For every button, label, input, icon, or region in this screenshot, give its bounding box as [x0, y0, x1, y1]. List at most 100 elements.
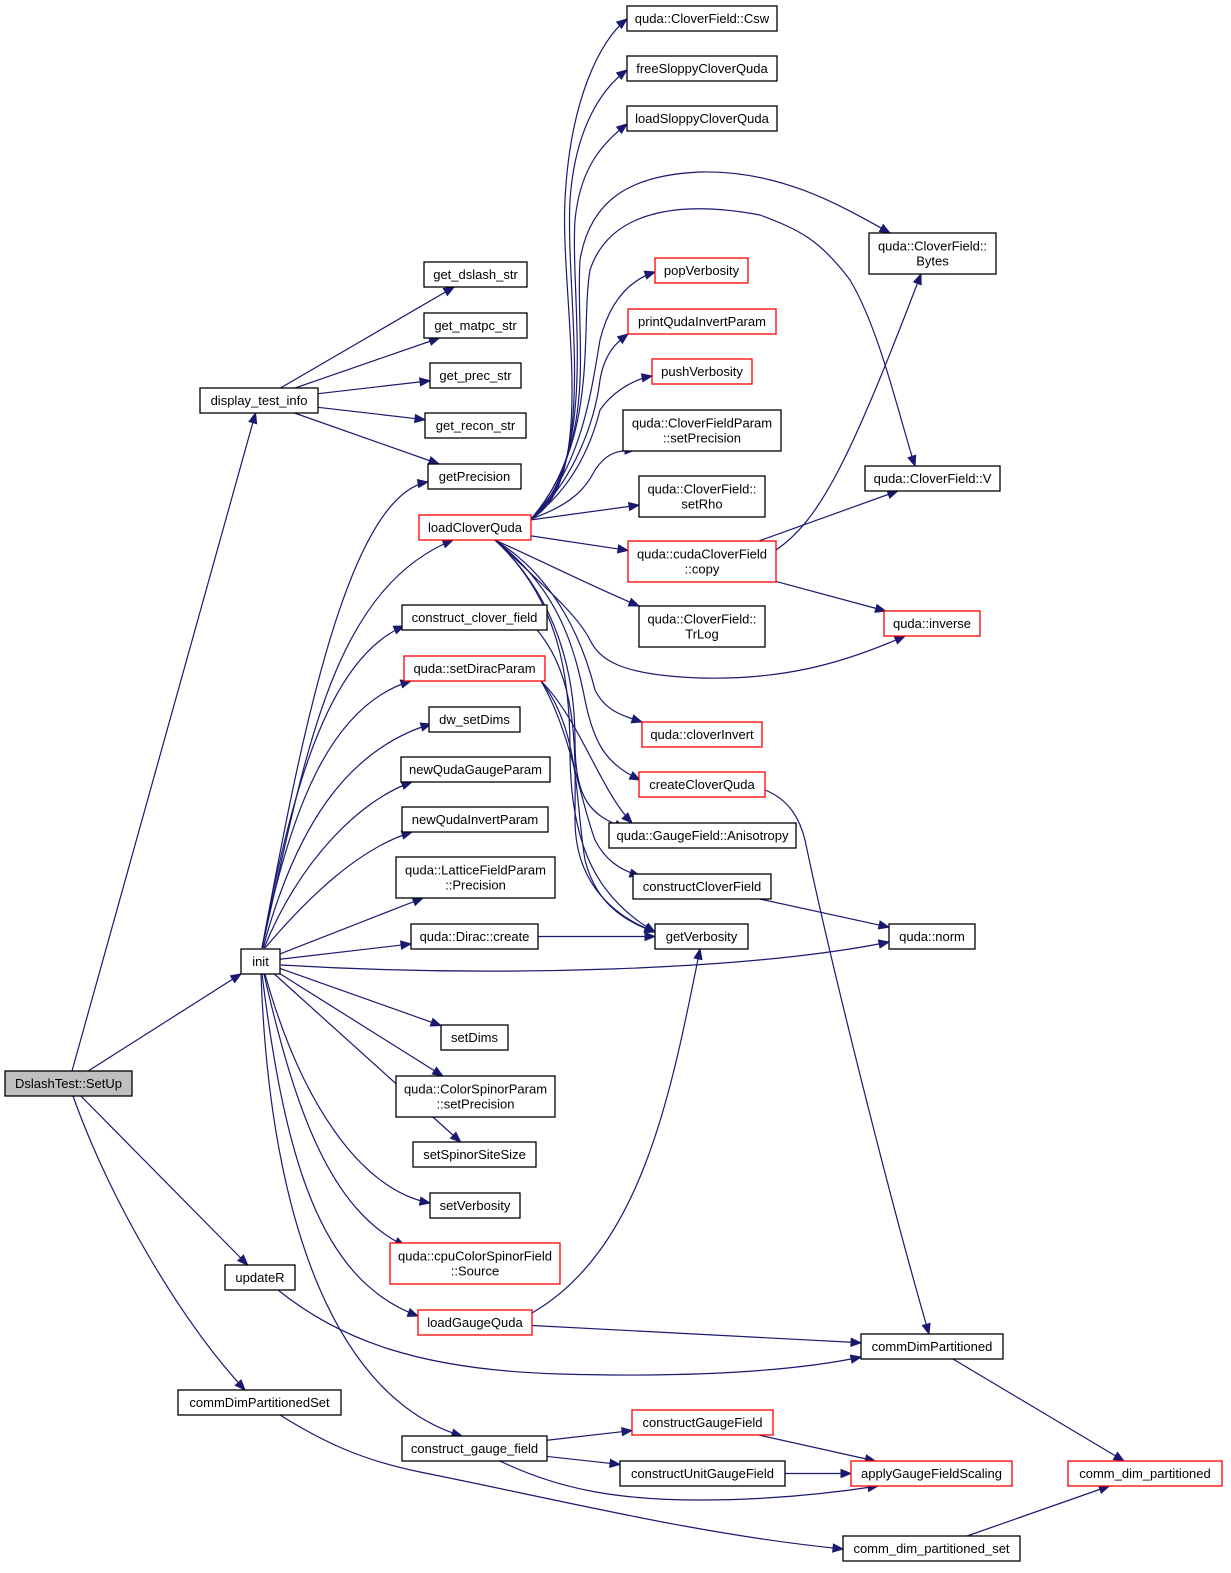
node-comm_dim_partitioned_set-label: comm_dim_partitioned_set [853, 1541, 1009, 1556]
node-applyGaugeFieldScaling[interactable]: applyGaugeFieldScaling [850, 1460, 1013, 1487]
node-setDims-label: setDims [451, 1030, 498, 1045]
edge-diracCreate-to-getVerbosity-arrowhead [644, 931, 657, 942]
node-diracCreate[interactable]: quda::Dirac::create [410, 923, 539, 950]
node-bytes[interactable]: quda::CloverField::Bytes [868, 232, 997, 275]
node-cpuSource-label: quda::cpuColorSpinorField [398, 1249, 552, 1264]
node-getPrecision-label: getPrecision [439, 469, 511, 484]
node-cudaCopy[interactable]: quda::cudaCloverField::copy [627, 540, 777, 583]
node-constructGaugeField-label: constructGaugeField [643, 1415, 763, 1430]
node-dw_setDims[interactable]: dw_setDims [428, 706, 521, 733]
edge-setDiracParam-to-anisotropy-arrowhead [621, 812, 633, 824]
node-freeSloppy[interactable]: freeSloppyCloverQuda [626, 55, 778, 82]
edge-setup-to-commDimPartitionedSet-arrowhead [234, 1379, 246, 1391]
edge-init-to-latticePrecision-arrowhead [411, 897, 425, 907]
edge-loadCloverQuda-to-freeSloppy-arrowhead [615, 69, 629, 81]
edge-loadCloverQuda-to-cfpSetPrecision [530, 449, 636, 520]
node-get_matpc_str[interactable]: get_matpc_str [423, 312, 528, 339]
node-comm_dim_partitioned[interactable]: comm_dim_partitioned [1067, 1460, 1223, 1487]
node-setRho[interactable]: quda::CloverField::setRho [638, 475, 766, 518]
node-newQudaInvertParam[interactable]: newQudaInvertParam [401, 806, 549, 833]
node-inverse[interactable]: quda::inverse [883, 610, 981, 637]
node-construct_gauge_field[interactable]: construct_gauge_field [401, 1435, 548, 1462]
edge-construct_gauge_field-to-applyGaugeFieldScaling [499, 1460, 879, 1501]
node-cpuSource[interactable]: quda::cpuColorSpinorField::Source [389, 1242, 561, 1285]
node-cpuSource-label: ::Source [451, 1264, 499, 1279]
node-trLog[interactable]: quda::CloverField::TrLog [638, 605, 766, 648]
node-construct_clover_field-label: construct_clover_field [412, 610, 538, 625]
node-newQudaGaugeParam[interactable]: newQudaGaugeParam [400, 756, 551, 783]
node-popVerbosity[interactable]: popVerbosity [654, 257, 749, 284]
edge-init-to-dw_setDims-arrowhead [419, 722, 433, 732]
edge-commDimPartitionedSet-to-comm_dim_partitioned_set [279, 1414, 844, 1550]
node-cfpSetPrecision[interactable]: quda::CloverFieldParam::setPrecision [622, 409, 782, 452]
node-pushVerbosity[interactable]: pushVerbosity [651, 358, 753, 385]
node-createCloverQuda-label: createCloverQuda [649, 777, 755, 792]
edge-display_test_info-to-get_dslash_str-arrowhead [442, 286, 456, 297]
node-colorSpinorSetPrecision[interactable]: quda::ColorSpinorParam::setPrecision [395, 1075, 556, 1118]
edge-init-to-getPrecision-arrowhead [416, 478, 430, 489]
edge-loadCloverQuda-to-cfV-arrowhead [907, 454, 917, 468]
node-init-box [240, 948, 281, 975]
node-getPrecision[interactable]: getPrecision [427, 463, 522, 490]
node-csw-label: quda::CloverField::Csw [635, 11, 770, 26]
node-constructUnitGaugeField[interactable]: constructUnitGaugeField [619, 1460, 786, 1487]
node-construct_gauge_field-box [401, 1435, 548, 1462]
node-createCloverQuda[interactable]: createCloverQuda [638, 771, 766, 798]
node-comm_dim_partitioned_set[interactable]: comm_dim_partitioned_set [842, 1535, 1021, 1562]
node-diracCreate-box [410, 923, 539, 950]
edge-init-to-setDiracParam [261, 680, 412, 949]
node-cloverInvert[interactable]: quda::cloverInvert [641, 721, 763, 748]
edge-constructUnitGaugeField-to-applyGaugeFieldScaling-arrowhead [840, 1468, 853, 1479]
edge-comm_dim_partitioned_set-to-comm_dim_partitioned [966, 1485, 1110, 1537]
node-cfV-box [864, 465, 1001, 492]
edge-loadCloverQuda-to-loadSloppy-arrowhead [615, 123, 629, 135]
node-setVerbosity[interactable]: setVerbosity [429, 1192, 521, 1219]
edge-construct_gauge_field-to-constructUnitGaugeField-arrowhead [609, 1458, 622, 1469]
node-setDims[interactable]: setDims [440, 1024, 509, 1051]
node-commDimPartitionedSet[interactable]: commDimPartitionedSet [177, 1389, 342, 1416]
edge-commDimPartitionedSet-to-comm_dim_partitioned_set-arrowhead [832, 1543, 845, 1553]
edge-loadGaugeQuda-to-commDimPartitioned-arrowhead [850, 1337, 863, 1347]
node-get_prec_str[interactable]: get_prec_str [429, 362, 522, 389]
node-construct_gauge_field-label: construct_gauge_field [411, 1441, 538, 1456]
node-cfV[interactable]: quda::CloverField::V [864, 465, 1001, 492]
node-loadCloverQuda[interactable]: loadCloverQuda [418, 514, 532, 541]
edge-setup-to-init-arrowhead [229, 973, 243, 984]
edge-loadCloverQuda-to-cudaCopy-arrowhead [616, 544, 630, 554]
node-anisotropy-label: quda::GaugeField::Anisotropy [617, 828, 789, 843]
node-get_dslash_str[interactable]: get_dslash_str [423, 261, 528, 288]
node-cfpSetPrecision-box [622, 409, 782, 452]
node-init-label: init [252, 954, 269, 969]
node-commDimPartitioned[interactable]: commDimPartitioned [860, 1333, 1004, 1360]
node-loadGaugeQuda-box [417, 1309, 533, 1336]
node-construct_clover_field[interactable]: construct_clover_field [401, 604, 548, 631]
node-loadGaugeQuda[interactable]: loadGaugeQuda [417, 1309, 533, 1336]
node-display_test_info[interactable]: display_test_info [199, 387, 319, 414]
node-qudaNorm[interactable]: quda::norm [888, 923, 976, 950]
node-setSpinorSiteSize[interactable]: setSpinorSiteSize [412, 1141, 537, 1168]
node-getVerbosity[interactable]: getVerbosity [654, 923, 749, 950]
node-latticePrecision-box [395, 856, 556, 899]
node-get_recon_str[interactable]: get_recon_str [424, 412, 527, 439]
node-csw[interactable]: quda::CloverField::Csw [626, 5, 778, 32]
node-trLog-box [638, 605, 766, 648]
node-init[interactable]: init [240, 948, 281, 975]
node-setDims-box [440, 1024, 509, 1051]
node-printQudaInvertParam[interactable]: printQudaInvertParam [627, 308, 777, 335]
edge-loadCloverQuda-to-printQudaInvertParam [530, 333, 629, 520]
edge-loadCloverQuda-to-csw-arrowhead [615, 18, 629, 30]
node-printQudaInvertParam-label: printQudaInvertParam [638, 314, 766, 329]
edge-loadCloverQuda-to-anisotropy [494, 539, 626, 829]
node-anisotropy[interactable]: quda::GaugeField::Anisotropy [608, 822, 797, 849]
node-setDiracParam[interactable]: quda::setDiracParam [403, 655, 546, 682]
node-latticePrecision[interactable]: quda::LatticeFieldParam::Precision [395, 856, 556, 899]
edge-comm_dim_partitioned_set-to-comm_dim_partitioned-arrowhead [1097, 1485, 1111, 1494]
node-setup[interactable]: DslashTest::SetUp [4, 1070, 133, 1097]
edge-loadCloverQuda-to-pushVerbosity [530, 375, 653, 520]
node-loadSloppy[interactable]: loadSloppyCloverQuda [626, 105, 778, 132]
node-updateR[interactable]: updateR [224, 1264, 296, 1291]
node-printQudaInvertParam-box [627, 308, 777, 335]
node-inverse-label: quda::inverse [893, 616, 971, 631]
node-constructCloverField[interactable]: constructCloverField [632, 873, 772, 900]
node-constructGaugeField[interactable]: constructGaugeField [631, 1409, 774, 1436]
